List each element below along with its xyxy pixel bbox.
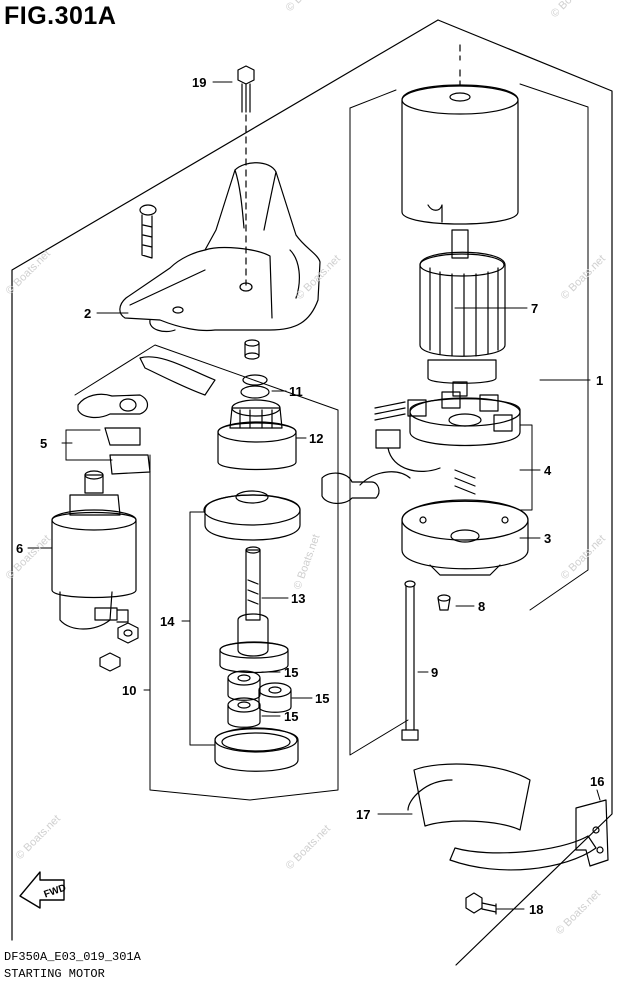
screw-8 [437,594,451,611]
callout-15-b: 15 [315,691,329,706]
watermark-bottom-right: © Boats.net [554,888,603,937]
watermark-right: © Boats.net [559,253,608,302]
leader-lines [27,81,601,910]
bracket-14 [189,511,216,746]
planet-gear-15a [227,670,261,701]
watermarks: © Boats.net © Boats.net © Boats.net © Bo… [4,0,608,937]
lever-5 [65,356,216,475]
clamp-16 [575,799,609,867]
planet-gear-15b [258,682,292,713]
callout-5: 5 [40,436,47,451]
internal-gear [214,727,299,772]
watermark-center: © Boats.net [292,533,323,591]
brush-holder-4 [321,391,533,511]
yoke [401,44,519,225]
figure-title: FIG.301A [4,2,117,30]
inner-frame [349,107,409,756]
watermark-bottom: © Boats.net [284,823,333,872]
bushing [244,339,260,360]
diagram-name: STARTING MOTOR [4,967,105,981]
callout-16: 16 [590,774,604,789]
inner-frame-right [519,83,589,611]
watermark-top-right: © Boats.net [549,0,598,20]
callout-2: 2 [84,306,91,321]
clip-rings-11 [240,374,270,399]
front-bracket-2 [119,162,321,333]
callout-8: 8 [478,599,485,614]
watermark-top: © Boats.net [284,0,333,14]
callout-9: 9 [431,665,438,680]
callout-1: 1 [596,373,603,388]
drive-bracket [74,344,339,801]
callout-14: 14 [160,614,175,629]
watermark-bottom-left: © Boats.net [14,813,63,862]
shaft-13 [219,546,289,674]
bolt-19 [237,65,255,286]
callout-17: 17 [356,807,370,822]
outer-frame [437,19,613,966]
callout-15-a: 15 [284,665,298,680]
screw-small [139,204,157,259]
drive-housing [203,490,301,541]
strap-17 [407,763,597,871]
end-plate-3 [401,499,529,576]
callout-11: 11 [289,384,303,399]
watermark-left-low: © Boats.net [4,533,53,582]
fwd-arrow-icon [19,871,65,909]
callout-19: 19 [192,75,206,90]
armature-7 [419,229,506,397]
callout-6: 6 [16,541,23,556]
callout-15-c: 15 [284,709,298,724]
callout-10: 10 [122,683,136,698]
planet-gear-15c [227,697,261,728]
outer-frame-left [11,19,439,941]
callout-7: 7 [531,301,538,316]
callout-labels: 19 2 1 3 4 5 6 7 8 9 10 11 12 13 14 15 1… [16,75,604,917]
bolt-18 [465,892,497,915]
through-bolt-9 [401,580,419,741]
inner-frame-top [349,89,397,109]
callout-3: 3 [544,531,551,546]
watermark-right-low: © Boats.net [559,533,608,582]
callout-18: 18 [529,902,543,917]
solenoid-6 [51,470,139,672]
callout-4: 4 [544,463,552,478]
callout-12: 12 [309,431,323,446]
callout-13: 13 [291,591,305,606]
diagram-code: DF350A_E03_019_301A [4,950,141,964]
pinion-12 [217,399,297,471]
watermark-left: © Boats.net [4,248,53,297]
